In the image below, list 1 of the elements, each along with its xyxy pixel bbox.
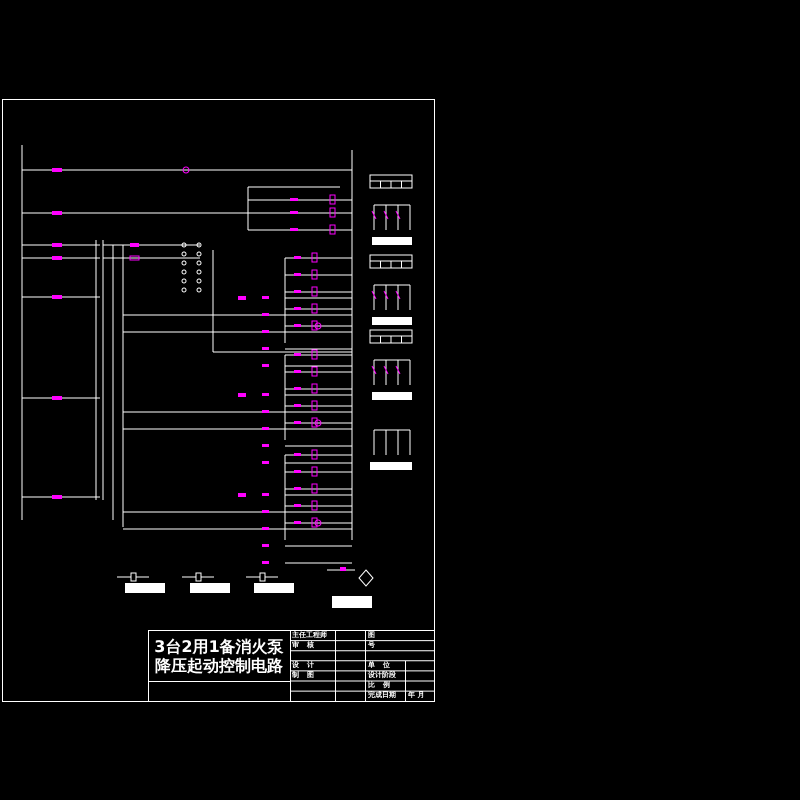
drawing-title: 3台2用1备消火泵降压起动控制电路 <box>153 637 285 675</box>
